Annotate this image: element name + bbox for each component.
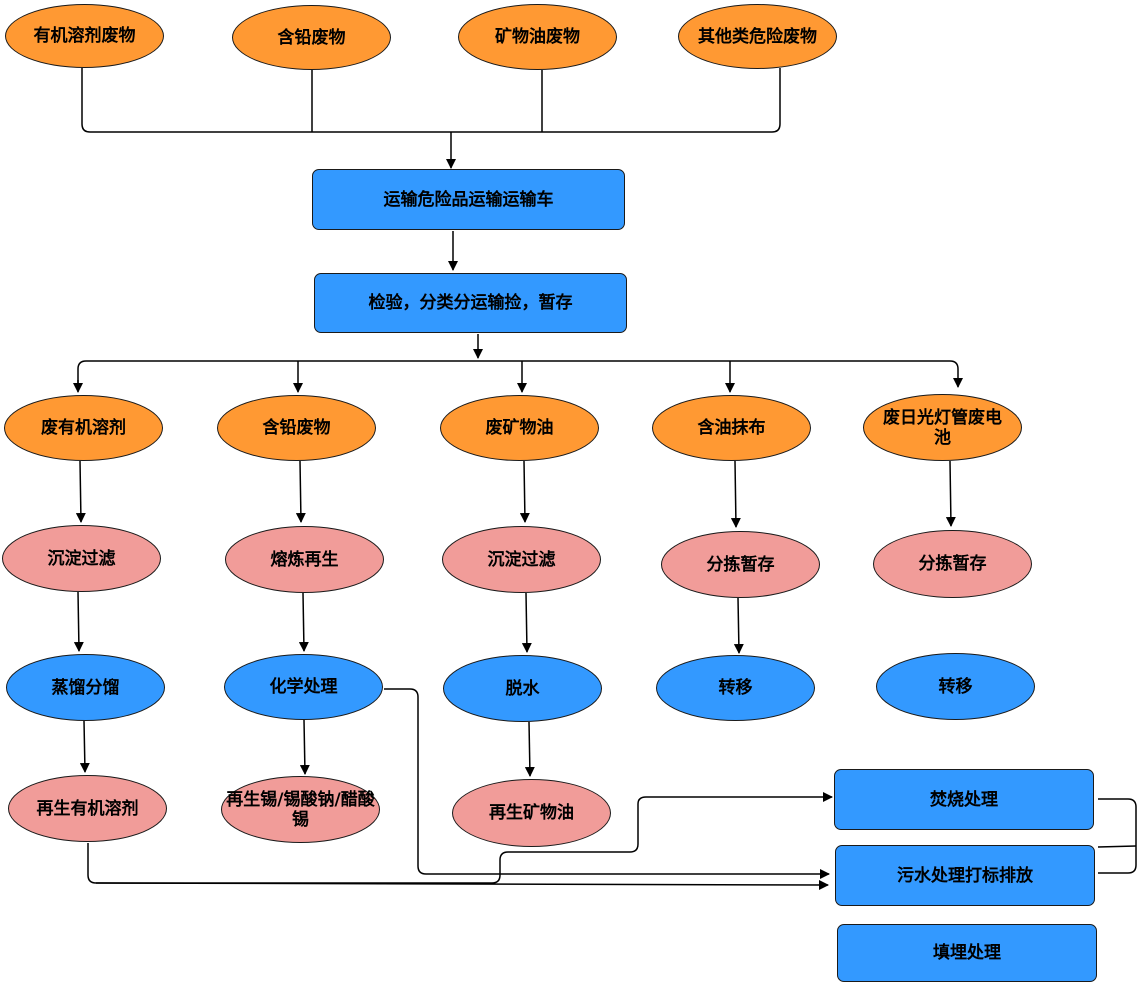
- step2-transfer-2: 转移: [876, 653, 1035, 720]
- step1-sort-store-2: 分拣暂存: [873, 530, 1032, 598]
- arrow-s1-s2-3: [521, 592, 532, 653]
- step1-sort-store-1: 分拣暂存: [661, 531, 820, 598]
- connector-to-landfill: [384, 688, 830, 879]
- connector-to-wastewater: [95, 879, 829, 890]
- product-regenerated-mineral-oil: 再生矿物油: [452, 779, 611, 847]
- source-organic-solvent: 有机溶剂废物: [5, 4, 164, 68]
- step2-chemical-treatment: 化学处理: [224, 654, 383, 720]
- step1-settle-filter-2: 沉淀过滤: [442, 526, 601, 593]
- source-other-hazardous: 其他类危险废物: [678, 4, 837, 69]
- arrow-c3-s1: [519, 460, 530, 523]
- arrow-s2-p-1: [79, 720, 90, 773]
- product-regenerated-tin: 再生锡/锡酸钠/醋酸锡: [221, 776, 380, 843]
- arrow-c2-s1: [295, 460, 306, 523]
- arrow-s2-p-3: [524, 721, 535, 777]
- connector-final-mid: [1097, 845, 1137, 848]
- arrow-c5-s1: [945, 460, 956, 527]
- final-incineration: 焚烧处理: [834, 769, 1094, 830]
- final-landfill-box: 填埋处理: [837, 924, 1097, 982]
- step2-distillation: 蒸馏分馏: [6, 654, 165, 721]
- step2-dehydration: 脱水: [443, 655, 602, 722]
- arrow-s1-s2-1: [73, 591, 84, 652]
- step1-settle-filter-1: 沉淀过滤: [2, 525, 161, 592]
- transport-box: 运输危险品运输运输车: [312, 169, 625, 230]
- connector-distribute: [77, 360, 963, 390]
- connector-sources-merge: [81, 68, 781, 133]
- category-organic-solvent: 废有机溶剂: [4, 395, 163, 461]
- category-lamps-batteries: 废日光灯管废电池: [863, 394, 1022, 461]
- source-lead-waste: 含铅废物: [232, 5, 391, 70]
- final-wastewater-discharge: 污水处理打标排放: [835, 845, 1095, 906]
- step2-transfer-1: 转移: [656, 655, 815, 721]
- category-oily-rags: 含油抹布: [652, 395, 811, 461]
- source-mineral-oil: 矿物油废物: [458, 4, 617, 70]
- category-mineral-oil: 废矿物油: [440, 395, 599, 461]
- sorting-box: 检验，分类分运输捡，暂存: [314, 273, 627, 333]
- arrow-c1-s1: [75, 460, 86, 523]
- connector-to-incineration: [87, 792, 833, 884]
- arrow-c4-s1: [730, 460, 741, 528]
- product-regenerated-solvent: 再生有机溶剂: [8, 775, 167, 842]
- category-lead-waste: 含铅废物: [217, 395, 376, 461]
- arrow-s1-s2-2: [298, 592, 309, 652]
- arrow-s2-p-2: [299, 719, 310, 775]
- arrow-s1-s2-4: [733, 597, 744, 654]
- step1-smelt-regenerate: 熔炼再生: [225, 526, 384, 593]
- connector-final-bracket: [1098, 798, 1137, 874]
